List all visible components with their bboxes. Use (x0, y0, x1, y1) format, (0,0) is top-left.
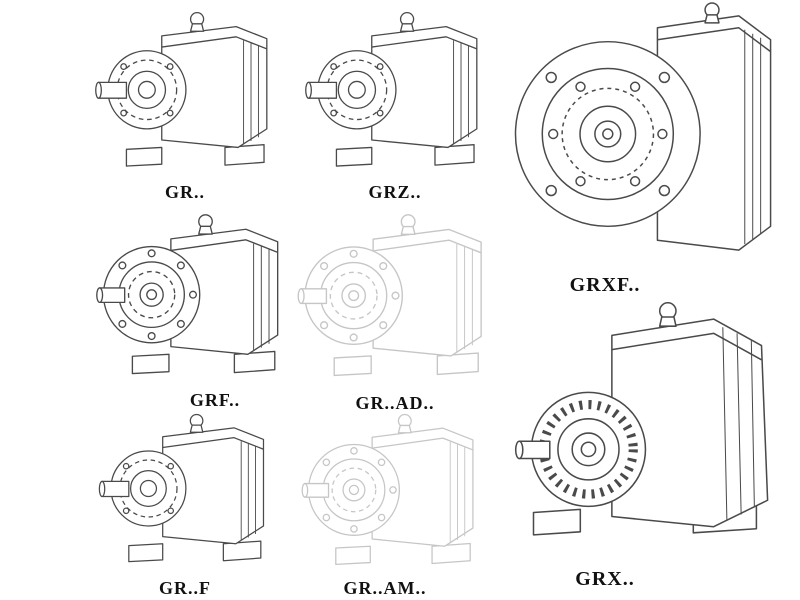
gearbox-figure-gr-ad (293, 210, 498, 390)
model-label: GRF.. (189, 390, 241, 410)
model-label: GR..F (159, 578, 211, 598)
model-label: GR..AM.. (343, 578, 427, 598)
gearbox-figure-gr (85, 8, 285, 180)
model-label: GRX.. (575, 568, 635, 590)
gearbox-figure-grz (295, 8, 495, 180)
gearbox-figure-grxf (505, 0, 790, 268)
model-label: GR..AD.. (355, 393, 435, 413)
gearbox-drawing (85, 8, 285, 180)
model-label: GR.. (165, 182, 205, 202)
gearbox-figure-grx (505, 295, 790, 563)
gearbox-drawing (88, 210, 298, 388)
gearbox-figure-gr-f (85, 410, 285, 575)
gearbox-drawing (505, 295, 790, 563)
gearbox-figure-grf (88, 210, 298, 388)
model-label: GRXF.. (569, 274, 641, 296)
gearbox-drawing (505, 0, 790, 268)
gearbox-drawing (295, 8, 495, 180)
model-label: GRZ.. (368, 182, 422, 202)
gearbox-drawing (293, 410, 493, 578)
gearbox-drawing (85, 410, 285, 575)
gearbox-figure-gr-am (293, 410, 493, 578)
gearbox-drawing (293, 210, 498, 390)
